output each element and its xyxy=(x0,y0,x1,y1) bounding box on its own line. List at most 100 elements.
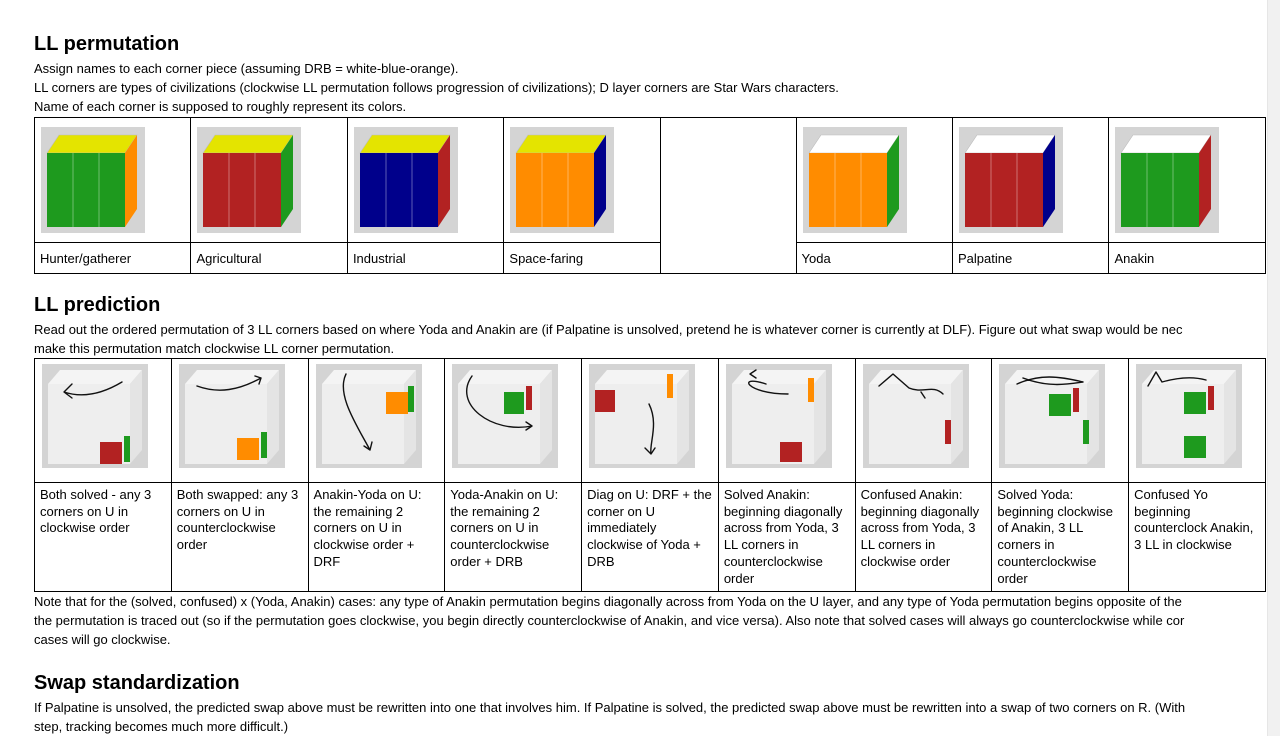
case-description: Confused Yo beginning counterclock Anaki… xyxy=(1128,482,1266,592)
case-description: Yoda-Anakin on U: the remaining 2 corner… xyxy=(444,482,583,592)
colored-sticker xyxy=(807,378,814,402)
cube-side-face xyxy=(950,370,963,464)
cube-side-face xyxy=(130,370,142,464)
corner-label: Space-faring xyxy=(503,242,661,274)
corner-cube-image xyxy=(197,127,302,233)
colored-sticker xyxy=(1184,392,1207,414)
section-title-ll-permutation: LL permutation xyxy=(34,33,180,55)
colored-sticker xyxy=(1049,394,1072,416)
ll-prediction-line-1: Read out the ordered permutation of 3 LL… xyxy=(34,322,1183,337)
cube-top-face xyxy=(515,134,607,154)
colored-sticker xyxy=(1208,386,1215,410)
cube-top-face xyxy=(731,370,826,384)
corner-cube-image xyxy=(41,127,145,233)
corner-image-cell xyxy=(346,117,505,243)
document-page: LL permutation Assign names to each corn… xyxy=(34,0,1266,736)
case-image-cell xyxy=(1128,358,1266,483)
corner-cube-image xyxy=(1115,127,1220,233)
case-image-cell xyxy=(170,358,309,483)
colored-sticker xyxy=(385,392,408,414)
colored-sticker xyxy=(595,390,616,412)
prediction-cases-table: Both solved - any 3 corners on U in cloc… xyxy=(34,358,1266,592)
ll-permutation-line-1: Assign names to each corner piece (assum… xyxy=(34,61,459,76)
case-description: Anakin-Yoda on U: the remaining 2 corner… xyxy=(307,482,446,592)
swap-line-1: If Palpatine is unsolved, the predicted … xyxy=(34,700,1186,715)
note-line-1: Note that for the (solved, confused) x (… xyxy=(34,594,1182,609)
cube-side-face xyxy=(1042,135,1055,227)
cube-top-face xyxy=(868,370,963,384)
case-description: Both swapped: any 3 corners on U in coun… xyxy=(170,482,309,592)
case-image-cell xyxy=(717,358,856,483)
cube-top-face xyxy=(458,370,553,384)
cube-top-face xyxy=(359,134,451,154)
hand-drawn-arrow xyxy=(747,369,789,395)
cube-top-face xyxy=(321,370,416,384)
hand-drawn-arrow xyxy=(196,375,262,391)
colored-sticker xyxy=(100,442,122,464)
cube-front-face xyxy=(1121,153,1200,227)
corner-image-cell xyxy=(1108,117,1266,243)
section-title-swap-standardization: Swap standardization xyxy=(34,672,240,694)
case-cube-diagram xyxy=(862,364,969,468)
hand-drawn-arrow xyxy=(644,403,656,455)
case-description: Both solved - any 3 corners on U in cloc… xyxy=(34,482,172,592)
corner-cube-image xyxy=(958,127,1063,233)
section-title-ll-prediction: LL prediction xyxy=(34,294,161,316)
cube-top-face xyxy=(46,134,138,154)
case-description: Solved Anakin: beginning diagonally acro… xyxy=(717,482,856,592)
cube-front-face xyxy=(808,153,887,227)
cube-front-face xyxy=(321,384,404,464)
corner-label: Yoda xyxy=(795,242,953,274)
case-cube-diagram xyxy=(999,364,1106,468)
case-description: Confused Anakin: beginning diagonally ac… xyxy=(854,482,993,592)
hand-drawn-arrow xyxy=(877,373,944,399)
corner-cube-image xyxy=(510,127,615,233)
ll-permutation-line-2: LL corners are types of civilizations (c… xyxy=(34,80,839,95)
case-image-cell xyxy=(854,358,993,483)
corner-image-cell xyxy=(951,117,1110,243)
cube-top-face xyxy=(1120,134,1213,154)
corner-cube-image xyxy=(802,127,907,233)
cube-side-face xyxy=(594,135,607,227)
cube-side-face xyxy=(1199,135,1212,227)
cube-side-face xyxy=(813,370,826,464)
cube-side-face xyxy=(540,370,553,464)
case-cube-diagram xyxy=(178,364,285,468)
colored-sticker xyxy=(407,386,414,412)
corner-cube-image xyxy=(353,127,458,233)
ll-prediction-line-2: make this permutation match clockwise LL… xyxy=(34,341,395,356)
note-line-2: the permutation is traced out (so if the… xyxy=(34,613,1185,628)
case-image-cell xyxy=(581,358,719,483)
cube-top-face xyxy=(807,134,900,154)
note-line-3: cases will go clockwise. xyxy=(34,632,171,647)
case-image-cell xyxy=(307,358,446,483)
case-cube-diagram xyxy=(1136,364,1243,468)
cube-top-face xyxy=(184,370,279,384)
cube-top-face xyxy=(595,370,690,384)
vertical-scrollbar[interactable] xyxy=(1267,0,1280,736)
colored-sticker xyxy=(526,386,533,410)
corner-label: Anakin xyxy=(1108,242,1266,274)
colored-sticker xyxy=(504,392,525,414)
case-cube-diagram xyxy=(725,364,832,468)
hand-drawn-arrow xyxy=(1016,376,1085,386)
case-image-cell xyxy=(991,358,1130,483)
cube-front-face xyxy=(516,153,595,227)
corner-image-cell xyxy=(34,117,192,243)
case-cube-diagram xyxy=(315,364,422,468)
cube-front-face xyxy=(359,153,438,227)
cube-top-face xyxy=(964,134,1056,154)
corner-label: Palpatine xyxy=(951,242,1110,274)
cube-front-face xyxy=(964,153,1043,227)
case-cube-diagram xyxy=(42,364,148,468)
corner-image-cell xyxy=(503,117,661,243)
cube-side-face xyxy=(1087,370,1100,464)
cube-side-face xyxy=(125,135,137,227)
case-image-cell xyxy=(444,358,583,483)
colored-sticker xyxy=(1184,436,1207,458)
corner-label: Industrial xyxy=(346,242,505,274)
colored-sticker xyxy=(124,436,130,462)
corner-names-table: Hunter/gatherer Agricultural Industrial … xyxy=(34,117,1266,274)
cube-side-face xyxy=(266,370,279,464)
colored-sticker xyxy=(779,442,802,462)
